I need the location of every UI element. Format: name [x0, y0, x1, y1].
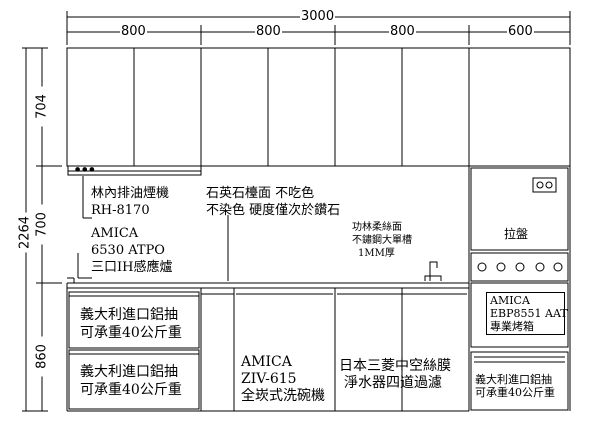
- oven-knob-icon: [535, 262, 545, 272]
- purifier-label-line1: 日本三菱中空絲膜: [339, 358, 451, 374]
- hood-model-label: RH-8170: [91, 203, 150, 218]
- total-height-label: 2264: [18, 212, 33, 253]
- hood-brand-label: 林內排油煙機: [91, 186, 170, 201]
- drawer-front-2: [68, 349, 200, 410]
- oven-drawer: [470, 351, 569, 411]
- countertop-label-line2: 不染色 硬度僅次於鑽石: [206, 203, 341, 218]
- svg-text:● ● ●: ● ● ●: [75, 166, 95, 173]
- oven-brand-label: AMICA: [490, 294, 530, 307]
- drawer-2-label-line1: 義大利進口鋁抽: [80, 364, 178, 380]
- segment-1-width-label: 800: [120, 24, 147, 39]
- oven-knob-icon: [496, 262, 506, 272]
- hob-model-label: 6530 ATPO: [91, 243, 165, 258]
- tray-handle-icon: [532, 177, 557, 193]
- hob-desc-label: 三口IH感應爐: [91, 260, 173, 275]
- segment-4-width-label: 600: [507, 24, 534, 39]
- oven-knob-icon: [477, 262, 487, 272]
- oven-knob-icon: [515, 262, 525, 272]
- tray-label: 拉盤: [504, 227, 529, 241]
- lower-height-label: 860: [35, 336, 50, 377]
- oven-model-label: EBP8551 AAT: [490, 307, 568, 320]
- middle-height-label: 700: [35, 204, 50, 245]
- oven-body: [470, 282, 569, 348]
- drawer-2-label-line2: 可承重40公斤重: [80, 382, 182, 398]
- purifier-label-line2: 淨水器四道過濾: [344, 375, 442, 391]
- countertop-label-line1: 石英石檯面 不吃色: [206, 186, 315, 201]
- drawer-3-label-line1: 義大利進口鋁抽: [475, 373, 552, 386]
- dishwasher-desc-label: 全崁式洗碗機: [241, 388, 325, 404]
- dishwasher-model-label: ZIV-615: [241, 371, 297, 387]
- tray-panel: [470, 167, 569, 251]
- segment-2-width-label: 800: [255, 24, 282, 39]
- drawer-1-label-line1: 義大利進口鋁抽: [80, 307, 178, 323]
- oven-label-box: [486, 292, 565, 335]
- sink-label-line3: 1MM厚: [358, 248, 395, 259]
- total-width-label: 3000: [300, 9, 336, 24]
- sink-label-line2: 不鏽鋼大單槽: [352, 235, 412, 246]
- segment-3-width-label: 800: [389, 24, 416, 39]
- sink-label-line1: 功林柔絲面: [352, 222, 402, 233]
- drawer-3-label-line2: 可承重40公斤重: [475, 386, 555, 399]
- faucet-icon: [429, 261, 438, 281]
- drawer-1-label-line2: 可承重40公斤重: [80, 325, 182, 341]
- oven-desc-label: 專業烤箱: [490, 320, 534, 333]
- oven-control-panel: [470, 252, 569, 282]
- oven-knob-icon: [553, 262, 563, 272]
- upper-height-label: 704: [35, 86, 50, 127]
- dishwasher-brand-label: AMICA: [241, 354, 292, 370]
- upper-cabinet-outline: [66, 47, 571, 167]
- hob-brand-label: AMICA: [91, 226, 139, 241]
- drawer-front-1: [68, 291, 200, 349]
